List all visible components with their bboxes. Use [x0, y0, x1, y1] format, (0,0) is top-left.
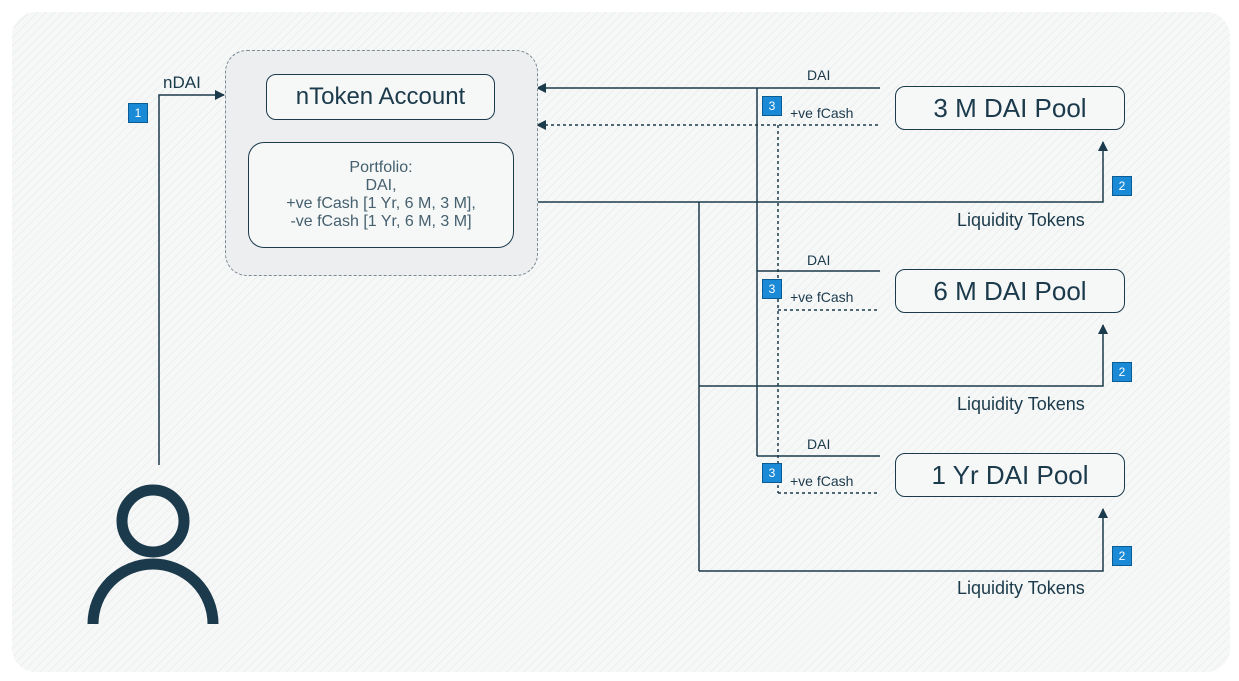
pool-6m-box[interactable]: 6 M DAI Pool [895, 269, 1125, 313]
portfolio-line: Portfolio: [349, 159, 413, 176]
liquidity-bus-6m [699, 324, 1108, 387]
liquidity-tokens-label: Liquidity Tokens [957, 394, 1085, 414]
step-badge: 2 [1112, 362, 1132, 382]
portfolio-line: DAI, [365, 177, 397, 194]
fcash-label: +ve fCash [790, 473, 854, 489]
fcash-label: +ve fCash [790, 289, 854, 305]
step-badge: 3 [762, 279, 782, 299]
dai-label: DAI [807, 67, 831, 83]
fcash-label: +ve fCash [790, 105, 854, 121]
ndai-label: nDAI [163, 73, 201, 92]
liquidity-tokens-label: Liquidity Tokens [957, 578, 1085, 598]
portfolio-box[interactable]: Portfolio: DAI, +ve fCash [1 Yr, 6 M, 3 … [248, 142, 514, 248]
dai-label: DAI [807, 252, 831, 268]
portfolio-line: -ve fCash [1 Yr, 6 M, 3 M] [290, 213, 472, 230]
step-badge: 3 [762, 96, 782, 116]
ntoken-account-box[interactable]: nToken Account [266, 74, 495, 120]
step-badge: 1 [128, 103, 148, 123]
liquidity-tokens-label: Liquidity Tokens [957, 210, 1085, 230]
pool-1y-box[interactable]: 1 Yr DAI Pool [895, 453, 1125, 497]
pool-3m-box[interactable]: 3 M DAI Pool [895, 86, 1125, 130]
step-badge: 2 [1112, 546, 1132, 566]
ndai-deposit-arrow [158, 90, 225, 465]
portfolio-line: +ve fCash [1 Yr, 6 M, 3 M], [286, 195, 476, 212]
step-badge: 2 [1112, 176, 1132, 196]
liquidity-bus-3m [538, 141, 1108, 203]
liquidity-bus-1y [699, 508, 1108, 572]
dai-label: DAI [807, 436, 831, 452]
user-icon [87, 484, 219, 625]
step-badge: 3 [762, 463, 782, 483]
